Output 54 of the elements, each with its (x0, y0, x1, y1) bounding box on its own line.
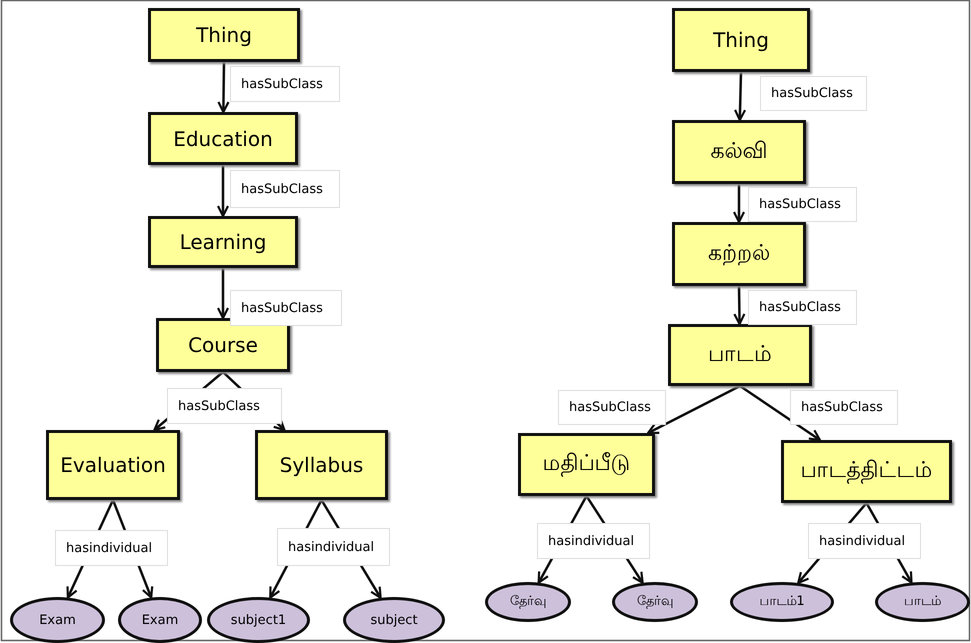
edge-label: hasSubClass (558, 390, 666, 425)
edge-label: hasSubClass (748, 187, 857, 222)
class-box (672, 222, 806, 286)
node-label: Thing (196, 23, 252, 47)
class-box (255, 430, 388, 500)
class-box (148, 8, 300, 62)
node-label: Exam (142, 612, 178, 628)
node-label: Syllabus (280, 453, 364, 477)
class-box (781, 440, 952, 503)
edge-label: hasindividual (537, 523, 650, 559)
edge-label: hasSubClass (167, 388, 282, 424)
node-label: Thing (713, 28, 769, 52)
node-label: கல்வி (710, 138, 768, 166)
node-label: தேர்வு (637, 594, 673, 610)
node-label: மதிப்பீடு (542, 451, 630, 478)
arrow (217, 62, 230, 114)
class-box (672, 120, 806, 184)
node-label: subject1 (230, 612, 286, 628)
edge-label: hasindividual (277, 528, 390, 566)
arrow (739, 384, 821, 442)
class-box (668, 324, 812, 386)
class-box (148, 216, 298, 268)
class-box (518, 433, 655, 496)
node-label: Education (173, 126, 273, 150)
edge-label: hasSubClass (760, 76, 867, 111)
arrow (732, 184, 746, 224)
arrow (733, 286, 746, 326)
class-box (672, 8, 810, 72)
node-label: Exam (39, 612, 76, 628)
node-label: Course (188, 333, 258, 357)
edge-label: hasSubClass (230, 290, 342, 326)
arrow (216, 268, 230, 320)
class-box (148, 112, 298, 165)
edge-label: hasSubClass (230, 66, 340, 102)
class-box (156, 318, 290, 372)
arrow (734, 72, 746, 122)
edge-label: hasSubClass (790, 390, 898, 425)
edge-label: hasSubClass (748, 290, 857, 325)
node-label: பாடத்திட்டம் (800, 458, 932, 485)
arrow (216, 165, 230, 218)
node-label: தேர்வு (510, 594, 546, 610)
node-label: கற்றல் (708, 240, 770, 268)
node-label: Evaluation (60, 453, 166, 477)
node-label: பாடம் (904, 594, 941, 610)
edge-label: hasindividual (808, 523, 921, 559)
node-label: subject (370, 612, 418, 628)
class-box (46, 430, 180, 500)
node-label: Learning (180, 230, 266, 254)
node-label: பாடம்1 (759, 594, 805, 610)
edge-label: hasindividual (55, 530, 168, 566)
node-label: பாடம் (708, 342, 772, 368)
arrow (647, 384, 741, 434)
individual-ellipse (875, 582, 970, 622)
edge-label: hasSubClass (230, 170, 340, 208)
